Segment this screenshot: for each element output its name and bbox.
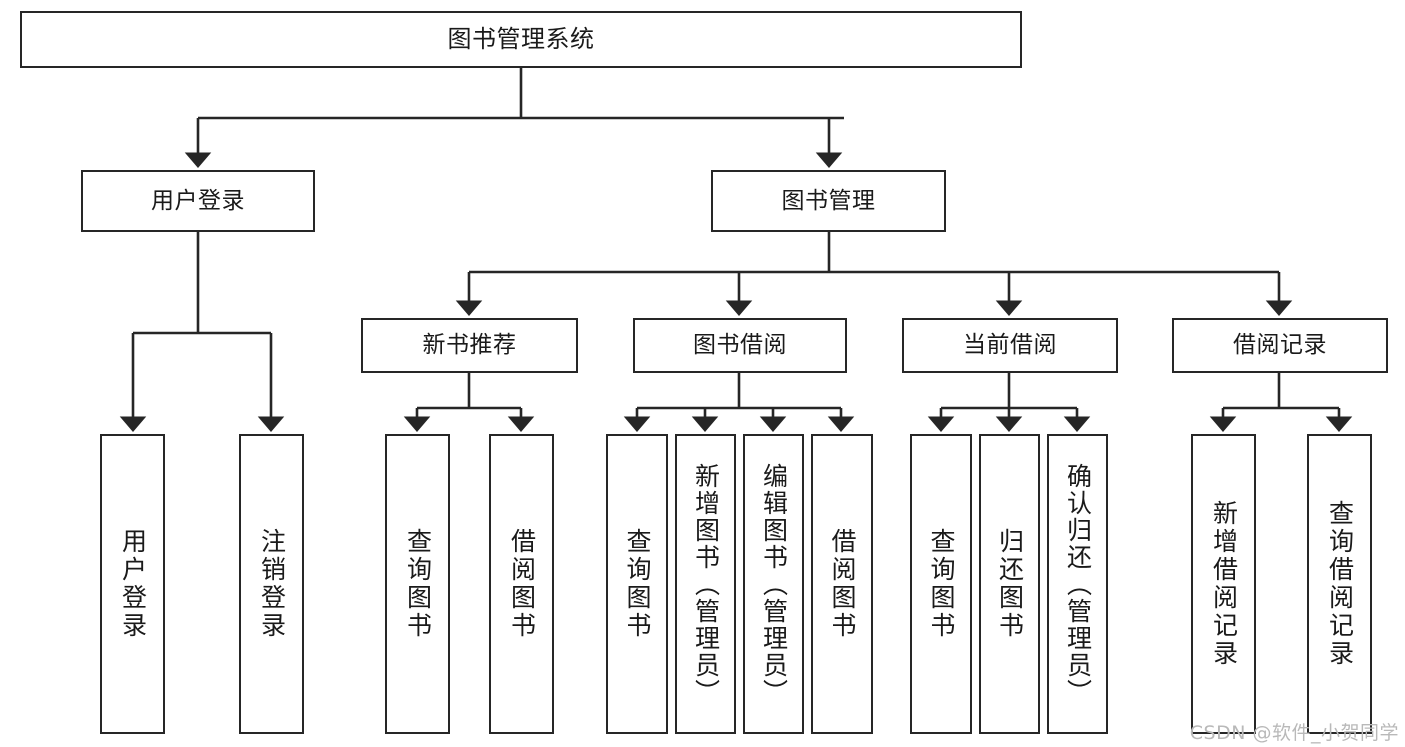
node-leaf-confirm-return-label: 确认归还（管理员） xyxy=(1063,462,1093,706)
node-leaf-query-book-1-label: 查询图书 xyxy=(403,528,433,640)
node-leaf-return-book-label: 归还图书 xyxy=(995,528,1025,640)
node-user-login[interactable]: 用户登录 xyxy=(81,170,315,232)
watermark-text: CSDN @软件_小贺同学 xyxy=(1189,722,1399,744)
node-leaf-user-logout[interactable]: 注销登录 xyxy=(239,434,304,734)
node-leaf-query-book-3-label: 查询图书 xyxy=(927,528,956,640)
node-leaf-query-book-1[interactable]: 查询图书 xyxy=(385,434,450,734)
node-book-manage[interactable]: 图书管理 xyxy=(711,170,946,232)
node-leaf-return-book[interactable]: 归还图书 xyxy=(979,434,1040,734)
node-leaf-query-record[interactable]: 查询借阅记录 xyxy=(1307,434,1372,734)
node-leaf-borrow-book-2[interactable]: 借阅图书 xyxy=(811,434,873,734)
node-root-label: 图书管理系统 xyxy=(447,24,595,53)
node-leaf-user-login-label: 用户登录 xyxy=(118,528,148,640)
node-leaf-borrow-book-2-label: 借阅图书 xyxy=(828,528,857,640)
node-book-borrow[interactable]: 图书借阅 xyxy=(633,318,847,373)
node-leaf-query-book-3[interactable]: 查询图书 xyxy=(910,434,972,734)
node-leaf-add-book[interactable]: 新增图书（管理员） xyxy=(675,434,736,734)
node-book-borrow-label: 图书借阅 xyxy=(693,332,787,359)
node-leaf-add-record-label: 新增借阅记录 xyxy=(1209,500,1239,668)
node-leaf-confirm-return[interactable]: 确认归还（管理员） xyxy=(1047,434,1108,734)
node-leaf-add-book-label: 新增图书（管理员） xyxy=(691,462,721,706)
node-current-borrow[interactable]: 当前借阅 xyxy=(902,318,1118,373)
node-leaf-borrow-book-1-label: 借阅图书 xyxy=(507,528,537,640)
node-leaf-user-logout-label: 注销登录 xyxy=(257,528,287,640)
node-leaf-query-book-2[interactable]: 查询图书 xyxy=(606,434,668,734)
node-new-book-rec[interactable]: 新书推荐 xyxy=(361,318,578,373)
node-current-borrow-label: 当前借阅 xyxy=(963,332,1057,359)
node-borrow-record-label: 借阅记录 xyxy=(1233,332,1327,359)
node-leaf-add-record[interactable]: 新增借阅记录 xyxy=(1191,434,1256,734)
node-book-manage-label: 图书管理 xyxy=(781,187,876,214)
node-leaf-borrow-book-1[interactable]: 借阅图书 xyxy=(489,434,554,734)
node-user-login-label: 用户登录 xyxy=(151,187,245,214)
node-root[interactable]: 图书管理系统 xyxy=(20,11,1022,68)
node-leaf-query-record-label: 查询借阅记录 xyxy=(1325,500,1355,668)
node-leaf-edit-book[interactable]: 编辑图书（管理员） xyxy=(743,434,804,734)
node-leaf-edit-book-label: 编辑图书（管理员） xyxy=(759,462,789,706)
node-new-book-rec-label: 新书推荐 xyxy=(422,332,517,359)
node-borrow-record[interactable]: 借阅记录 xyxy=(1172,318,1388,373)
node-leaf-user-login[interactable]: 用户登录 xyxy=(100,434,165,734)
node-leaf-query-book-2-label: 查询图书 xyxy=(623,528,652,640)
